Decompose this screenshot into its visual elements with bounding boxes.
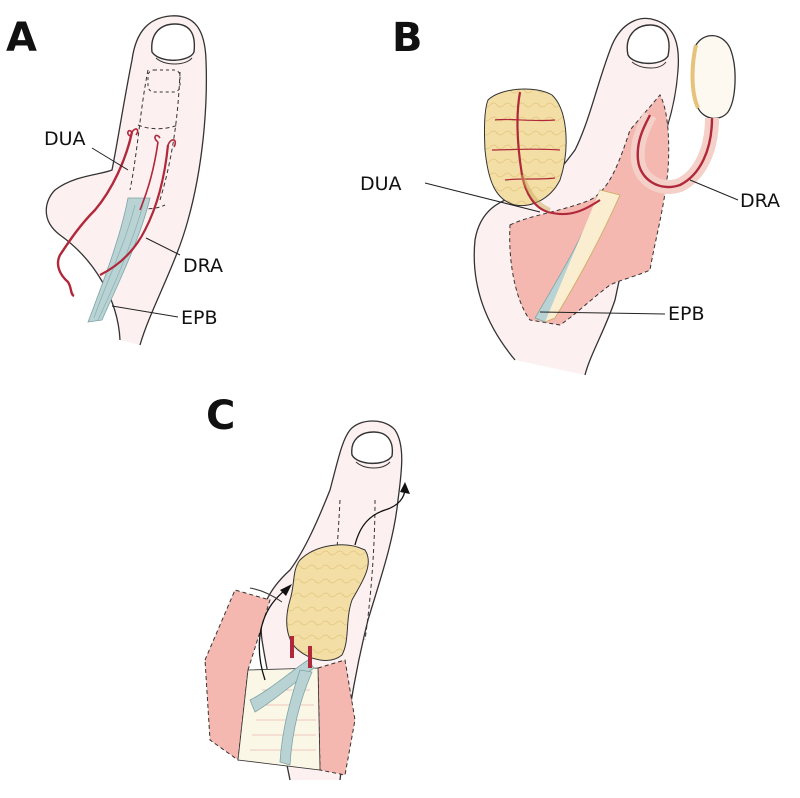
panel-a-thumb-outline [45,15,208,346]
panel-c-fat-flap [286,544,369,661]
panel-b-dua-flap [483,88,567,207]
panel-b-letter: B [392,15,423,61]
panel-a-drawing [45,15,208,346]
panel-b-drawing [424,17,739,376]
panel-c-pedicle-2 [308,646,312,668]
panel-b-label-dra: DRA [740,190,781,212]
panel-a-letter: A [6,15,37,61]
panel-b-label-dua: DUA [360,173,402,195]
panel-a-dua-artery [56,131,134,298]
panel-a-epb-tendon [87,197,151,323]
panel-a-nail [151,23,196,61]
panel-b-dra-artery [636,114,714,189]
panel-c-rotation-arrow-right [354,487,406,546]
panel-a-dra-artery [99,144,170,276]
panel-c-nail [351,431,394,465]
panel-c-drawing [204,420,410,781]
panel-a-label-dra: DRA [183,255,224,277]
panel-c-tendon-2 [279,669,313,766]
panel-a-label-dua: DUA [44,128,86,150]
panel-c-pedicle-1 [290,636,294,658]
panel-b-raised-skin-flap [509,94,670,326]
panel-c-right-skin-flap [317,659,356,776]
panel-b-nail [626,24,670,65]
panel-c-letter: C [206,393,236,439]
panel-a-label-epb: EPB [181,307,218,329]
panel-b-dua-artery [516,91,601,216]
panel-b-label-epb: EPB [668,303,705,325]
panel-c-tendon-1 [249,659,315,713]
